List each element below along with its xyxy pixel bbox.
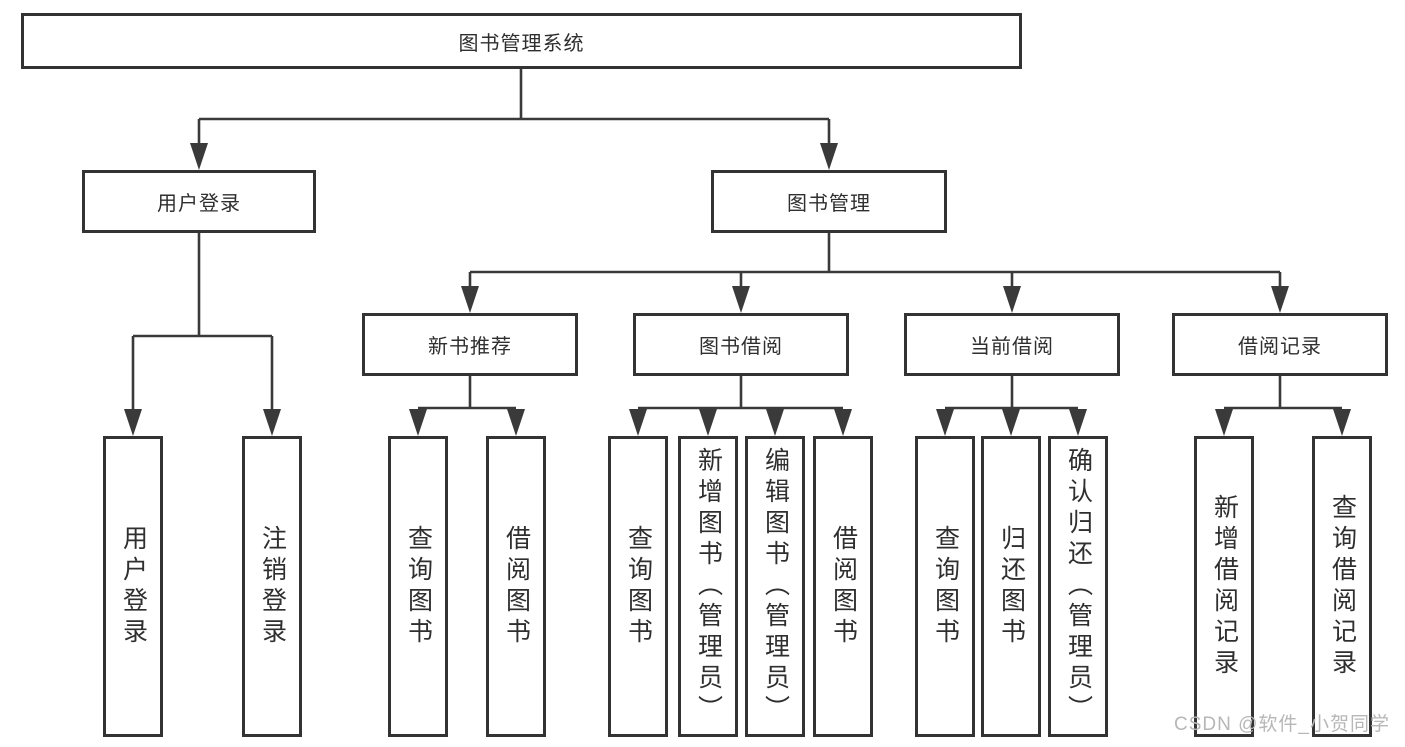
node-label: 图书借阅 [699,336,783,358]
leaf-borrow-books-recommend: 借阅图书 [486,436,546,737]
leaf-logout: 注销登录 [242,436,302,737]
node-label: 新增借阅记录 [1210,493,1239,680]
arrow-down-icon [263,409,281,436]
node-book-borrow: 图书借阅 [633,313,849,376]
leaf-edit-books-admin: 编辑图书（管理员） [745,436,805,737]
leaf-query-books-current: 查询图书 [915,436,975,737]
arrow-down-icon [507,409,525,436]
node-root-system: 图书管理系统 [21,13,1022,69]
arrow-down-icon [190,143,208,170]
node-label: 归还图书 [997,524,1026,649]
node-label: 新增图书（管理员） [694,447,723,726]
node-user-login: 用户登录 [82,170,316,233]
arrow-down-icon [699,409,717,436]
node-label: 查询图书 [624,524,653,649]
node-label: 查询图书 [931,524,960,649]
leaf-add-borrow-record: 新增借阅记录 [1194,436,1254,737]
arrow-down-icon [1215,409,1233,436]
node-label: 当前借阅 [970,336,1054,358]
node-label: 编辑图书（管理员） [761,447,790,726]
leaf-return-books: 归还图书 [981,436,1041,737]
arrow-down-icon [629,409,647,436]
node-label: 借阅图书 [502,524,531,649]
leaf-query-books-borrow: 查询图书 [608,436,668,737]
csdn-watermark: CSDN @软件_小贺同学 [1174,714,1390,735]
node-label: 用户登录 [157,193,241,215]
arrow-down-icon [1271,286,1289,313]
node-label: 查询图书 [404,524,433,649]
node-label: 用户登录 [119,524,148,649]
arrow-down-icon [1069,409,1087,436]
node-label: 确认归还（管理员） [1064,447,1093,726]
arrow-down-icon [1002,409,1020,436]
node-current-borrow: 当前借阅 [904,313,1120,376]
node-label: 图书管理系统 [458,32,585,55]
leaf-query-books-recommend: 查询图书 [388,436,448,737]
arrow-down-icon [936,409,954,436]
arrow-down-icon [124,409,142,436]
arrow-down-icon [1333,409,1351,436]
arrow-down-icon [1003,286,1021,313]
arrow-down-icon [834,409,852,436]
leaf-borrow-books: 借阅图书 [813,436,873,737]
leaf-add-books-admin: 新增图书（管理员） [678,436,738,737]
node-label: 注销登录 [258,524,287,649]
leaf-confirm-return-admin: 确认归还（管理员） [1048,436,1108,737]
node-label: 借阅记录 [1238,336,1322,358]
leaf-user-login: 用户登录 [103,436,163,737]
arrow-down-icon [461,286,479,313]
node-label: 新书推荐 [428,336,512,358]
node-label: 查询借阅记录 [1328,493,1357,680]
arrow-down-icon [409,409,427,436]
leaf-query-borrow-record: 查询借阅记录 [1312,436,1372,737]
node-new-book-recommend: 新书推荐 [362,313,578,376]
arrow-down-icon [820,143,838,170]
node-borrow-records: 借阅记录 [1172,313,1388,376]
node-label: 借阅图书 [829,524,858,649]
node-book-management: 图书管理 [711,170,947,233]
arrow-down-icon [732,286,750,313]
arrow-down-icon [766,409,784,436]
node-label: 图书管理 [787,193,871,215]
